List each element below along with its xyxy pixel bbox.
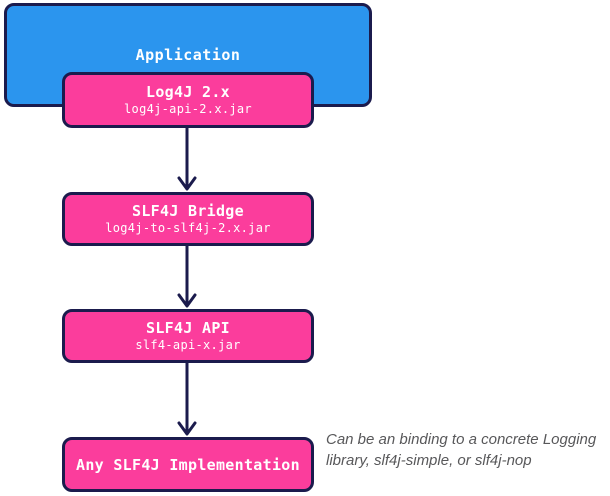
node-log4j-subtitle: log4j-api-2.x.jar <box>124 102 252 116</box>
node-slf4j-bridge: SLF4J Bridge log4j-to-slf4j-2.x.jar <box>62 192 314 246</box>
arrow-api-to-impl-icon <box>177 361 197 436</box>
node-slf4j-implementation: Any SLF4J Implementation <box>62 437 314 492</box>
application-label: Application <box>135 46 241 64</box>
node-slf4j-implementation-title: Any SLF4J Implementation <box>76 455 300 474</box>
node-slf4j-api: SLF4J API slf4-api-x.jar <box>62 309 314 363</box>
node-slf4j-api-title: SLF4J API <box>146 319 230 337</box>
node-slf4j-bridge-subtitle: log4j-to-slf4j-2.x.jar <box>105 221 271 235</box>
node-log4j: Log4J 2.x log4j-api-2.x.jar <box>62 72 314 128</box>
node-log4j-title: Log4J 2.x <box>146 83 230 101</box>
arrow-log4j-to-bridge-icon <box>177 126 197 191</box>
annotation-note: Can be an binding to a concrete Logging … <box>326 431 597 469</box>
node-slf4j-bridge-title: SLF4J Bridge <box>132 202 244 220</box>
node-slf4j-api-subtitle: slf4-api-x.jar <box>135 338 241 352</box>
arrow-bridge-to-api-icon <box>177 244 197 308</box>
